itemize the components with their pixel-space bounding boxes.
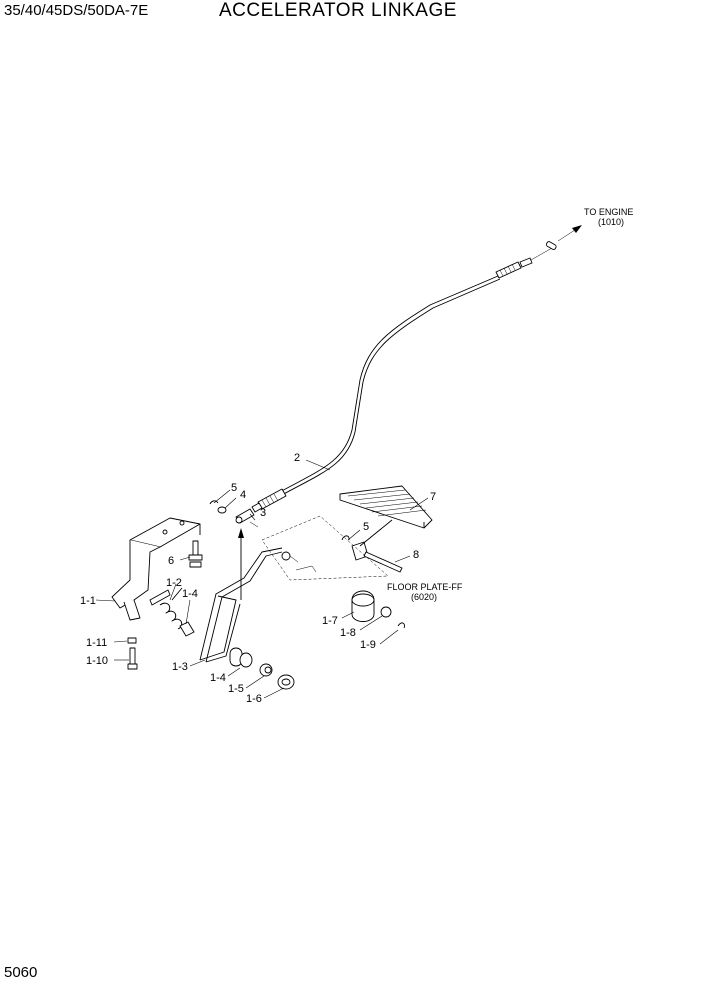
stopper-washer — [380, 606, 392, 618]
pedal-arm — [199, 547, 299, 663]
callout-1-10: 1-10 — [86, 655, 108, 667]
pedal-bolt — [363, 551, 403, 573]
callout-7: 7 — [430, 491, 436, 503]
split-pin — [209, 500, 219, 505]
note-to-engine-ref: (1010) — [598, 217, 624, 227]
leader-lines — [95, 459, 429, 699]
callout-1-2: 1-2 — [166, 577, 182, 589]
pedal-stopper — [351, 590, 375, 622]
cable-clevis — [235, 508, 259, 528]
callout-1-4-bottom: 1-4 — [210, 672, 226, 684]
accelerator-pedal — [339, 485, 433, 561]
washer — [217, 506, 227, 514]
callout-1-7: 1-7 — [322, 615, 338, 627]
callout-6: 6 — [168, 555, 174, 567]
callout-5-top: 5 — [231, 482, 237, 494]
note-floor-plate: FLOOR PLATE-FF — [387, 582, 463, 592]
pedal-bracket — [111, 517, 201, 621]
callout-1-9: 1-9 — [360, 639, 376, 651]
pivot-shaft — [149, 589, 171, 606]
bracket-bolt — [188, 540, 203, 568]
return-spring — [159, 587, 183, 630]
page-title: ACCELERATOR LINKAGE — [219, 0, 457, 21]
callout-1-3: 1-3 — [172, 661, 188, 673]
callout-2: 2 — [294, 452, 300, 464]
callout-1-6: 1-6 — [246, 693, 262, 705]
pedal-pin — [341, 535, 350, 541]
callout-3: 3 — [260, 507, 266, 519]
callout-1-5: 1-5 — [228, 683, 244, 695]
callout-1-4-top: 1-4 — [182, 588, 198, 600]
callout-1-11: 1-11 — [86, 637, 107, 649]
callout-5-pedal: 5 — [363, 521, 369, 533]
callout-1-8: 1-8 — [340, 627, 356, 639]
model-code: 35/40/45DS/50DA-7E — [4, 2, 149, 19]
page-number: 5060 — [4, 964, 38, 981]
callout-1-1: 1-1 — [80, 595, 96, 607]
stop-bolt — [127, 637, 138, 670]
floor-plate-outline — [261, 515, 389, 581]
callout-4: 4 — [240, 489, 246, 501]
bushing-upper — [179, 621, 195, 637]
callout-8: 8 — [413, 549, 419, 561]
note-to-engine: TO ENGINE — [584, 207, 633, 217]
note-floor-plate-ref: (6020) — [411, 592, 437, 602]
lower-bushings — [229, 647, 295, 690]
stopper-clip — [397, 622, 405, 629]
throttle-cable — [251, 225, 582, 513]
